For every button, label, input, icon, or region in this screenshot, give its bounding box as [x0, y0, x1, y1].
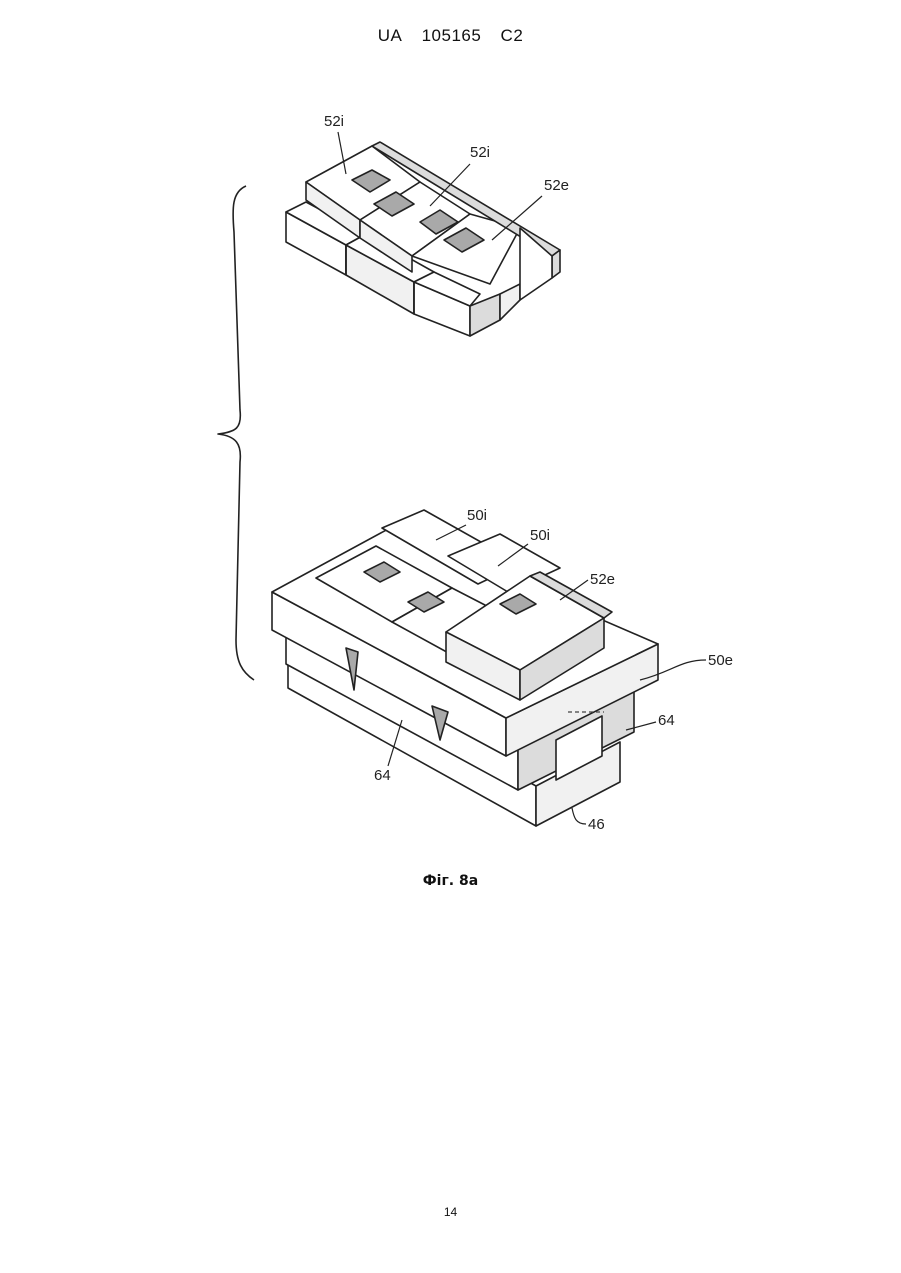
- upper-assembly: [286, 142, 560, 336]
- label-50i-b: 50i: [530, 527, 550, 544]
- label-50e: 50e: [708, 652, 733, 669]
- label-50i-a: 50i: [467, 507, 487, 524]
- label-52i-b: 52i: [470, 144, 490, 161]
- figure-caption: Фіг. 8а: [0, 873, 901, 889]
- label-52e-top: 52e: [544, 177, 569, 194]
- grouping-brace: [218, 186, 254, 680]
- label-64-front: 64: [374, 767, 391, 784]
- label-64-right: 64: [658, 712, 675, 729]
- label-52i-a: 52i: [324, 113, 344, 130]
- lower-assembly: [272, 510, 658, 826]
- label-52e-bottom: 52e: [590, 571, 615, 588]
- page-number: 14: [0, 1205, 901, 1219]
- label-46: 46: [588, 816, 605, 833]
